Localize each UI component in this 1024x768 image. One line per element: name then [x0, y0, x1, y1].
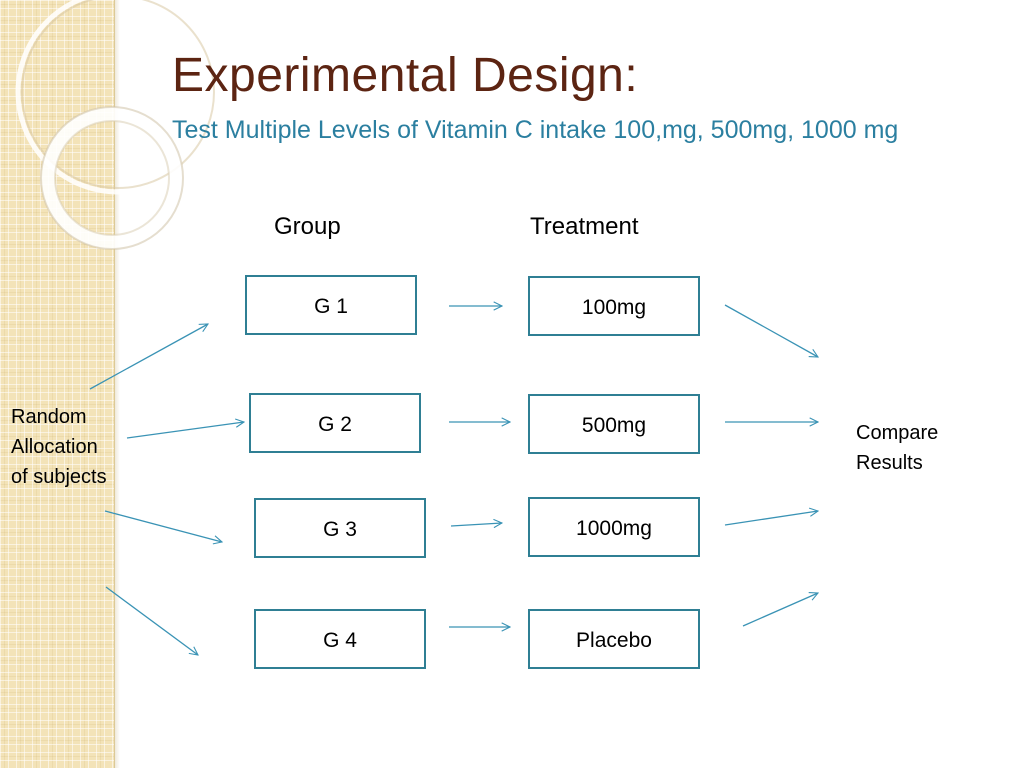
decorative-ring-small-shade — [40, 106, 184, 250]
treatment-box-label: 1000mg — [576, 517, 652, 540]
treatment-box-label: Placebo — [576, 629, 652, 652]
random-allocation-line-1: Random — [11, 406, 87, 428]
decorative-ring-small — [41, 107, 183, 249]
group-box-label: G 2 — [318, 413, 352, 436]
treatment-box-label: 500mg — [581, 414, 647, 437]
random-allocation-line-2: Allocation — [11, 436, 98, 458]
group-column-header: Group — [274, 213, 341, 240]
arrow-placebo-to-compare — [742, 593, 818, 627]
group-box-g3: G 3 — [254, 498, 426, 558]
page-subtitle: Test Multiple Levels of Vitamin C intake… — [172, 116, 899, 144]
arrow-allocation-to-g3 — [104, 510, 222, 542]
compare-results-label: Compare Results — [856, 418, 938, 478]
page-title: Experimental Design: — [172, 49, 639, 102]
treatment-box-500mg: 500mg — [528, 394, 700, 454]
compare-results-line-2: Results — [856, 452, 923, 474]
decorative-ring-large-shade — [21, 0, 215, 189]
random-allocation-line-3: of subjects — [11, 466, 107, 488]
treatment-box-placebo: Placebo — [528, 609, 700, 669]
group-box-g4: G 4 — [254, 609, 426, 669]
decorative-rings — [15, 0, 221, 250]
compare-results-line-1: Compare — [856, 422, 939, 444]
treatment-box-1000mg: 1000mg — [528, 497, 700, 557]
group-box-g1: G 1 — [245, 275, 417, 335]
group-box-g2: G 2 — [249, 393, 421, 453]
group-box-label: G 4 — [323, 629, 357, 652]
treatment-box-100mg: 100mg — [528, 276, 700, 336]
arrow-1000mg-to-compare — [724, 511, 818, 526]
group-box-label: G 1 — [314, 295, 348, 318]
arrow-100mg-to-compare — [724, 304, 818, 357]
arrow-g3-to-1000mg — [450, 523, 502, 526]
arrow-allocation-to-g2 — [126, 422, 244, 439]
random-allocation-label: Random Allocation of subjects — [11, 402, 107, 492]
decorative-ring-small-inner — [54, 120, 170, 236]
decorative-ring-large — [15, 0, 221, 195]
group-box-label: G 3 — [323, 518, 357, 541]
treatment-column-header: Treatment — [530, 213, 639, 240]
treatment-box-label: 100mg — [581, 296, 647, 319]
